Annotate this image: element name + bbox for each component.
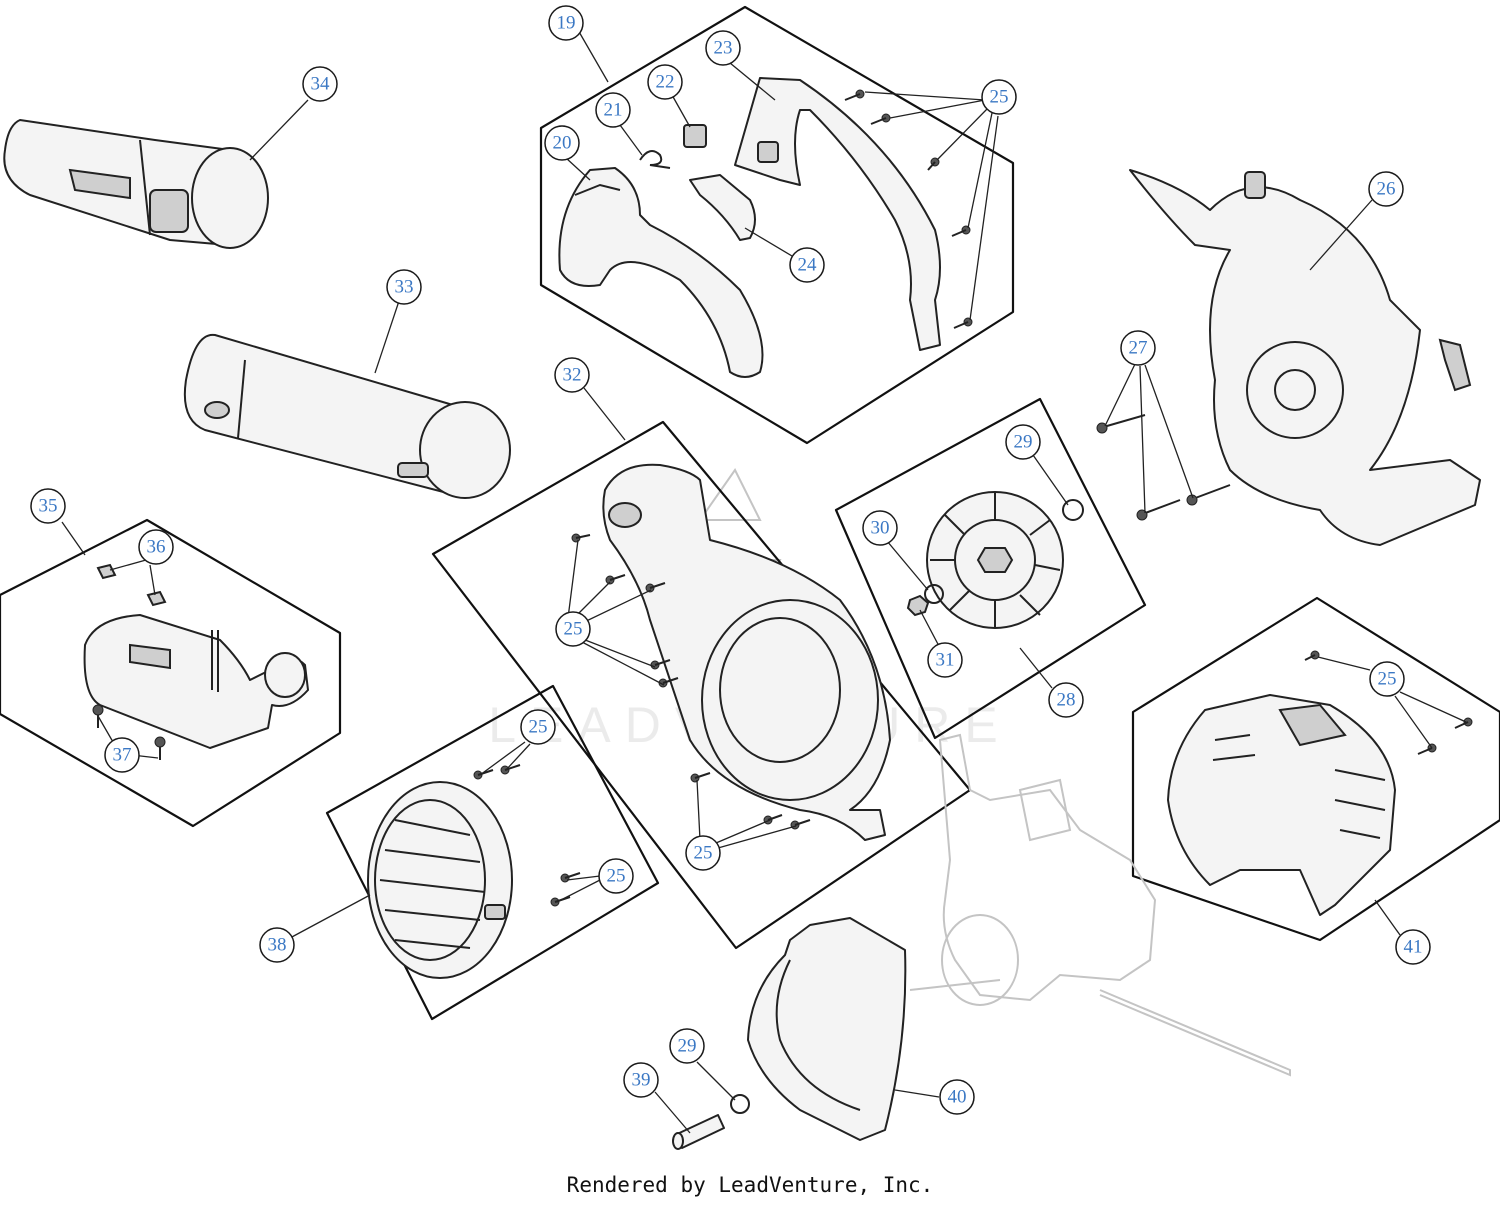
callout-23-label: 23 (714, 38, 733, 59)
callout-29-lower: 29 (669, 1028, 705, 1064)
bracket-part (747, 917, 907, 1141)
callout-41-label: 41 (1404, 937, 1423, 958)
callout-19-label: 19 (557, 13, 576, 34)
callout-25-fan-bottom: 25 (685, 835, 721, 871)
spring-part (639, 150, 671, 169)
callout-24-label: 24 (798, 255, 818, 276)
callout-25-top: 25 (981, 79, 1017, 115)
callout-25-fan-bottom-label: 25 (694, 843, 713, 864)
group-fuel-tank-outline (0, 518, 342, 828)
engine-cover-part (1167, 694, 1396, 916)
fan-housing-part (602, 463, 891, 841)
extension-tube-part (183, 333, 511, 499)
callout-36: 36 (138, 529, 174, 565)
callout-38-label: 38 (268, 935, 287, 956)
callout-41: 41 (1395, 929, 1431, 965)
callout-25-fan-left: 25 (555, 611, 591, 647)
callout-27: 27 (1120, 330, 1156, 366)
callout-24: 24 (789, 247, 825, 283)
callout-31-label: 31 (936, 650, 955, 671)
callout-26-label: 26 (1377, 179, 1396, 200)
callout-21-label: 21 (604, 100, 623, 121)
callout-28: 28 (1048, 682, 1084, 718)
screws-25-part (473, 89, 1473, 907)
intake-cover-part (367, 781, 513, 979)
callout-29-upper: 29 (1005, 424, 1041, 460)
callout-39: 39 (623, 1062, 659, 1098)
callout-35-label: 35 (39, 496, 58, 517)
callout-25-intake-top: 25 (520, 709, 556, 745)
callout-40: 40 (939, 1079, 975, 1115)
callout-25-cover: 25 (1369, 661, 1405, 697)
engine-reference-ghost (909, 733, 1291, 1077)
callout-36-label: 36 (147, 537, 166, 558)
trigger-part (689, 174, 756, 241)
handle-rear-part (734, 77, 941, 351)
clips-36-part (96, 563, 167, 607)
callout-25-top-label: 25 (990, 87, 1009, 108)
callout-27-label: 27 (1129, 338, 1148, 359)
callout-40-label: 40 (948, 1087, 967, 1108)
group-handle-outline (539, 5, 1015, 445)
leader-lines (61, 29, 1467, 1134)
handle-front-part (558, 167, 764, 378)
washer-29-lower-part (730, 1094, 750, 1114)
callout-25-cover-label: 25 (1378, 669, 1397, 690)
callout-25-intake-right: 25 (598, 858, 634, 894)
group-impeller-outline (834, 397, 1147, 740)
callout-35: 35 (30, 488, 66, 524)
callout-33: 33 (386, 269, 422, 305)
callout-34-label: 34 (311, 74, 331, 95)
rear-housing-part (1129, 169, 1481, 546)
fuel-tank-part (83, 614, 309, 749)
group-engine-cover-outline (1131, 596, 1500, 942)
callout-30-label: 30 (871, 518, 890, 539)
callout-33-label: 33 (395, 277, 414, 298)
callout-38: 38 (259, 927, 295, 963)
callout-22-label: 22 (656, 72, 675, 93)
screws-37-part (92, 704, 166, 760)
callout-25-intake-top-label: 25 (529, 717, 548, 738)
callout-23: 23 (705, 30, 741, 66)
callout-29-upper-label: 29 (1014, 432, 1033, 453)
callout-39-label: 39 (632, 1070, 651, 1091)
callout-26: 26 (1368, 171, 1404, 207)
callout-31: 31 (927, 642, 963, 678)
callout-29-lower-label: 29 (678, 1036, 697, 1057)
callout-37: 37 (104, 737, 140, 773)
callout-21: 21 (595, 92, 631, 128)
footer-credit: Rendered by LeadVenture, Inc. (567, 1173, 934, 1197)
callout-22: 22 (647, 64, 683, 100)
impeller-part (926, 491, 1064, 629)
nozzle-tube-part (3, 119, 269, 249)
callout-32-label: 32 (563, 365, 582, 386)
callout-25-intake-right-label: 25 (607, 866, 626, 887)
callout-25-fan-left-label: 25 (564, 619, 583, 640)
pin-39-part (672, 1114, 725, 1150)
callout-20-label: 20 (553, 133, 572, 154)
callout-19: 19 (548, 5, 584, 41)
callout-37-label: 37 (113, 745, 132, 766)
washer-29-part (1062, 499, 1084, 521)
callout-32: 32 (554, 357, 590, 393)
callout-20: 20 (544, 125, 580, 161)
callout-34: 34 (302, 66, 338, 102)
bolts-27-part (1096, 414, 1231, 521)
nut-31-part (906, 594, 930, 617)
washer-30-part (924, 584, 944, 604)
callout-28-label: 28 (1057, 690, 1076, 711)
switch-part (683, 124, 707, 148)
callout-30: 30 (862, 510, 898, 546)
